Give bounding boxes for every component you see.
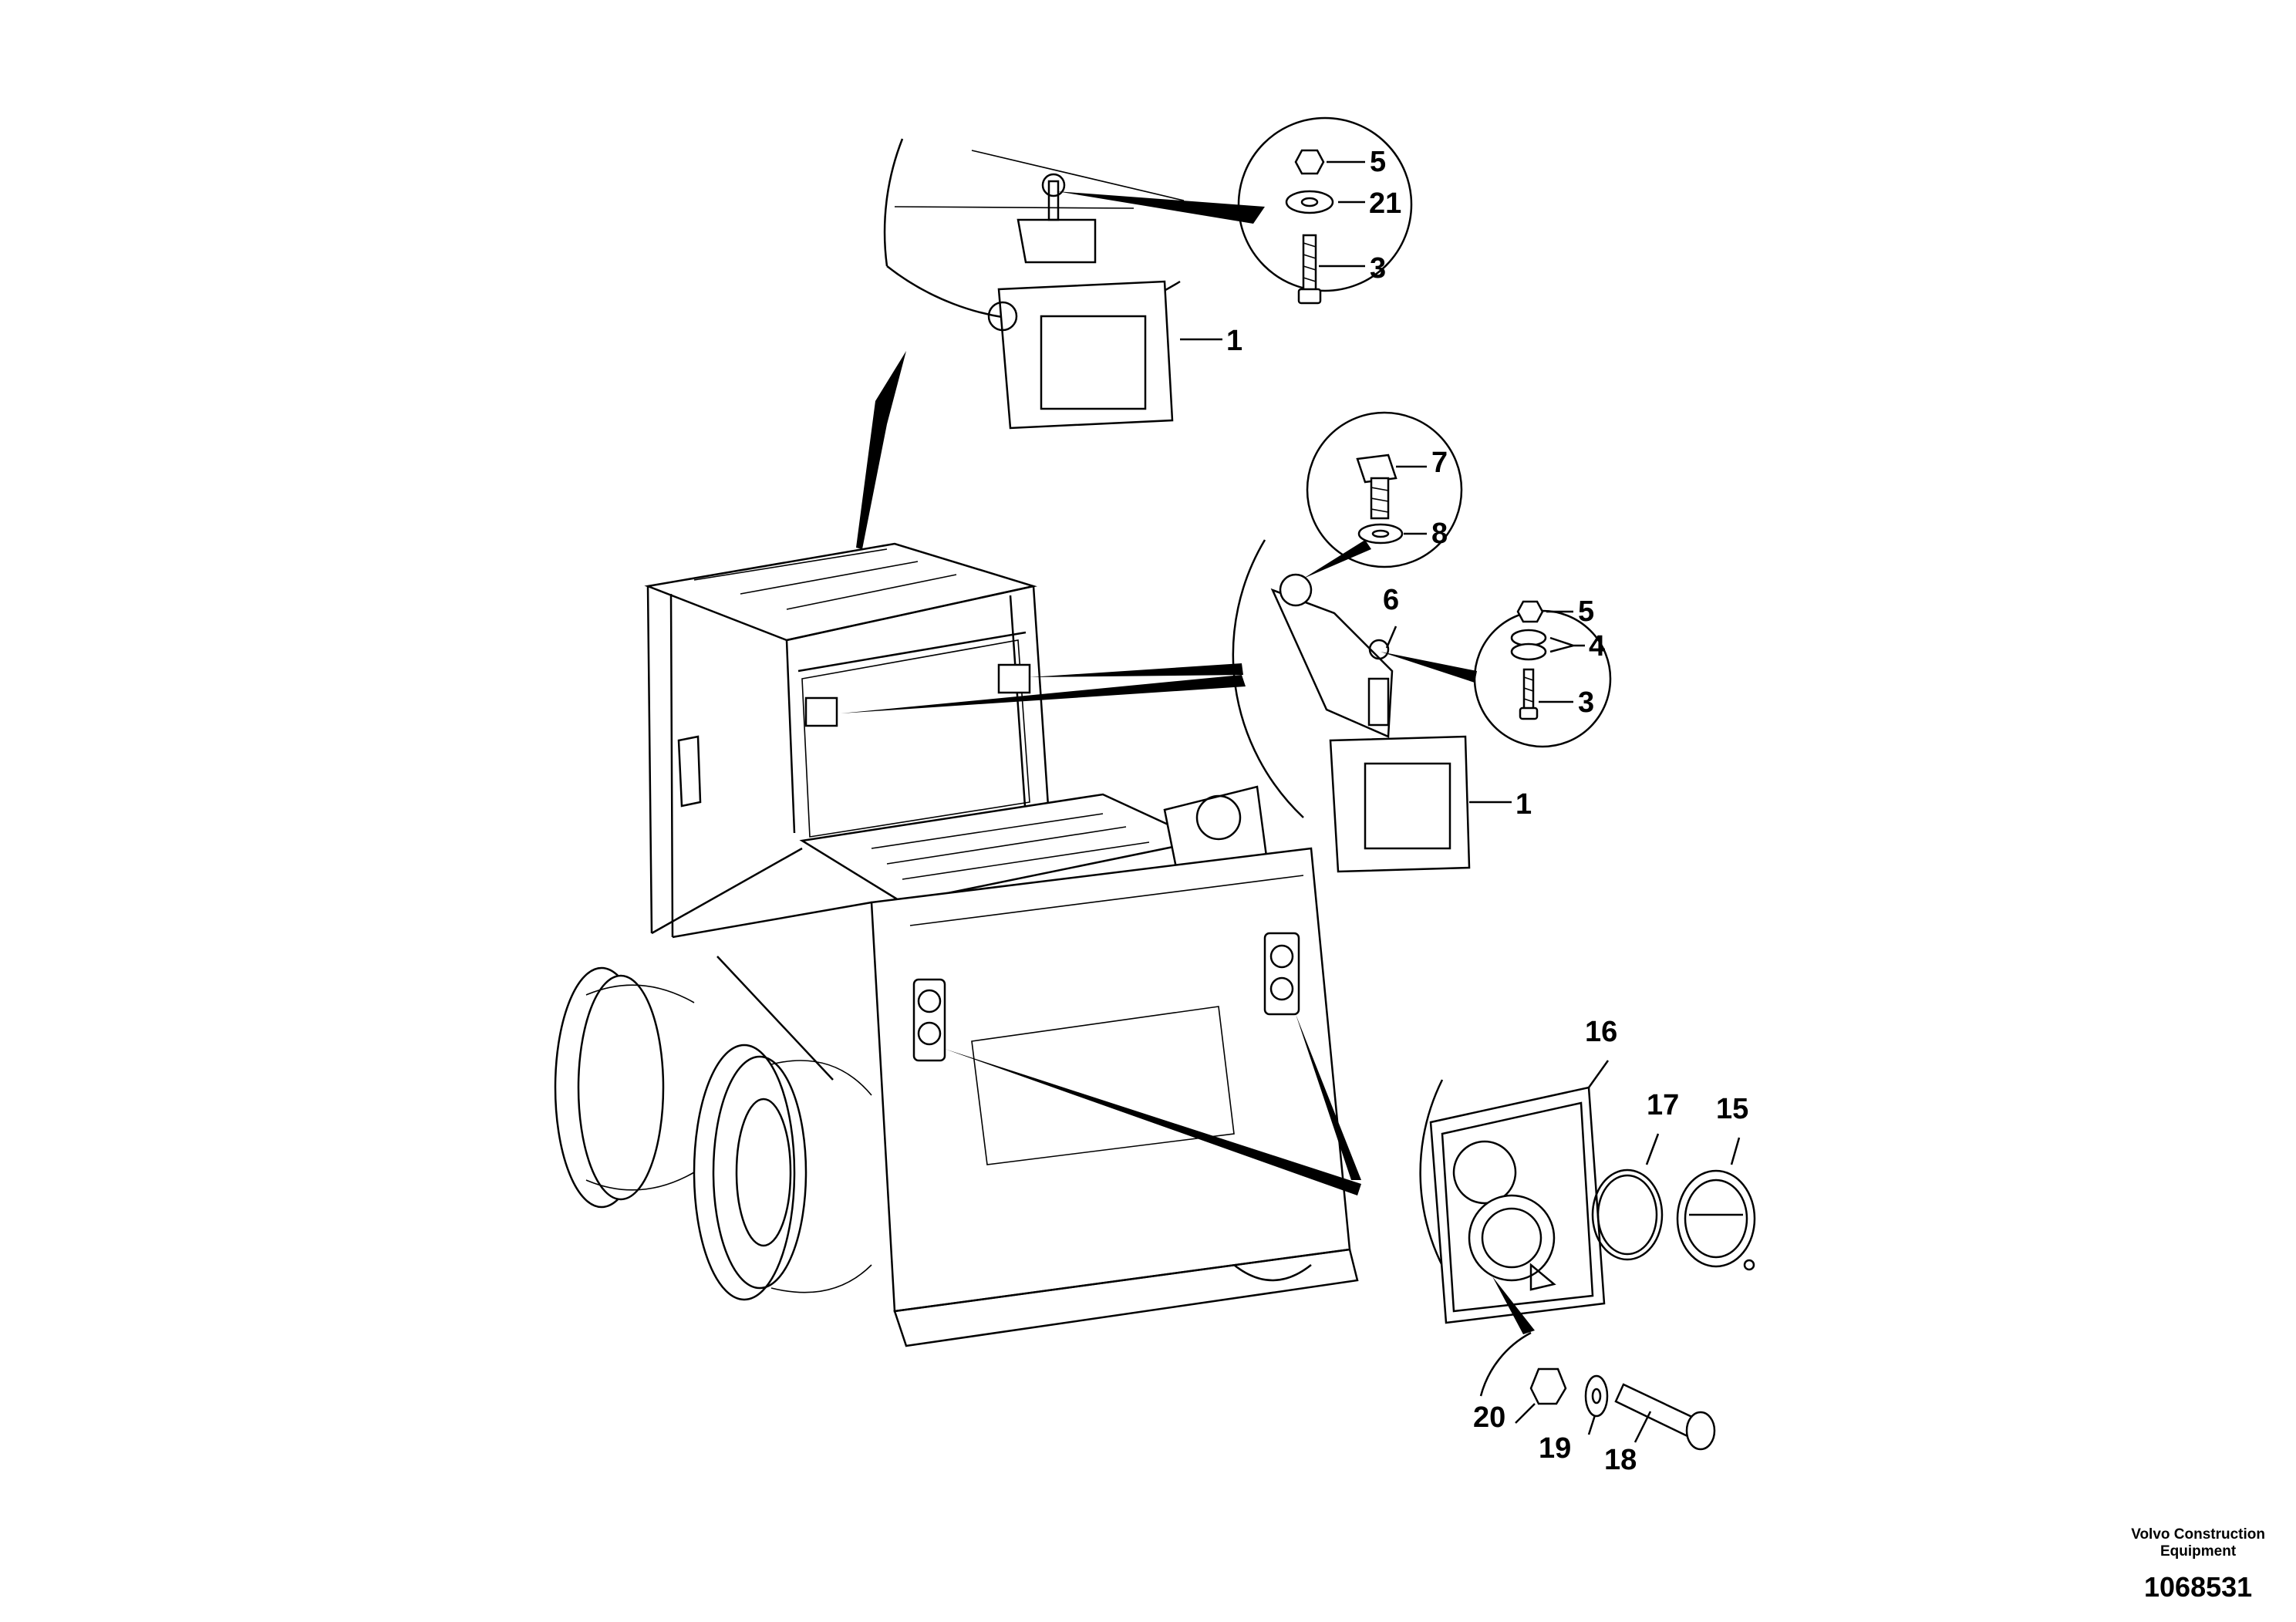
callout-18: 18 [1604,1444,1637,1476]
callout-21: 21 [1369,187,1401,220]
callout-5-top: 5 [1370,146,1386,178]
callout-1-top: 1 [1226,325,1242,357]
callout-8: 8 [1431,518,1448,550]
detail-hardware-5-4-3 [1473,600,1612,748]
callout-5-right: 5 [1578,595,1594,628]
callout-6: 6 [1383,584,1399,616]
credit-line-2: Equipment [2160,1543,2237,1560]
callout-1-right: 1 [1515,788,1532,821]
callout-15: 15 [1716,1093,1748,1125]
callout-19: 19 [1539,1432,1571,1465]
detail-right-work-light [841,539,1512,873]
credit-line-1: Volvo Construction [2131,1526,2265,1543]
callout-3-top: 3 [1370,252,1386,285]
detail-tail-lamp [945,1014,1756,1451]
callout-4: 4 [1589,630,1605,663]
callout-3-right: 3 [1578,686,1594,719]
detail-hardware-7-8 [1306,411,1463,568]
skid-steer-loader [554,542,1359,1347]
detail-hardware-top [1237,116,1413,305]
callout-7: 7 [1431,447,1448,479]
drawing-number: 1068531 [2144,1571,2253,1603]
callout-16: 16 [1585,1016,1617,1048]
detail-top-work-light [856,138,1265,549]
publisher-credit: Volvo Construction Equipment 1068531 [2131,1526,2265,1603]
callout-20: 20 [1473,1401,1505,1434]
callout-17: 17 [1647,1089,1679,1121]
